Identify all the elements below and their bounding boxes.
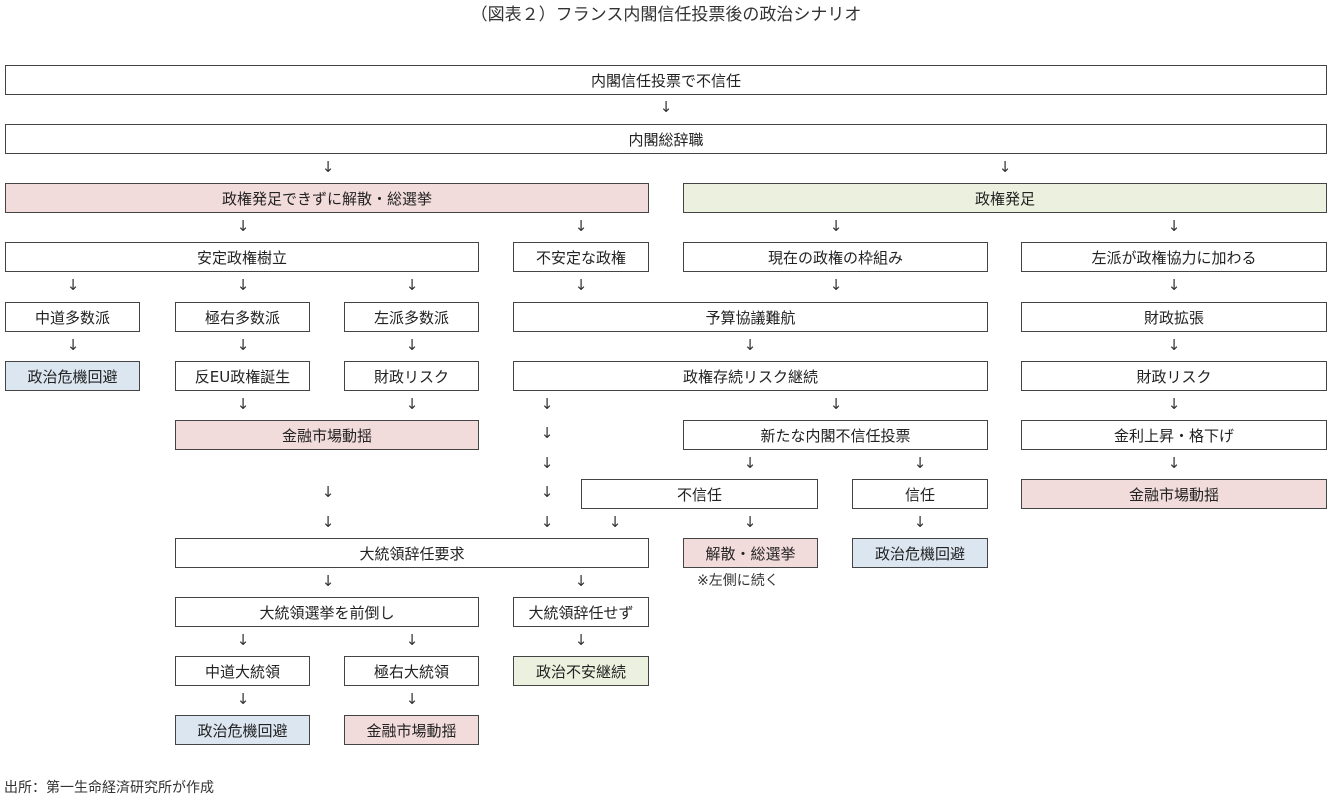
box-center-president: 中道大統領	[175, 656, 310, 686]
box-crisis-avoid-3: 政治危機回避	[175, 715, 310, 745]
flow-arrow: ↓	[659, 98, 673, 116]
flow-arrow: ↓	[540, 454, 554, 472]
flow-arrow: ↓	[321, 513, 335, 531]
box-stable-gov: 安定政権樹立	[5, 242, 479, 272]
continue-left-note: ※左側に続く	[697, 573, 779, 589]
flow-arrow: ↓	[236, 336, 250, 354]
box-market-turmoil-1: 金融市場動揺	[175, 420, 479, 450]
flow-arrow: ↓	[405, 690, 419, 708]
box-current-framework: 現在の政権の枠組み	[683, 242, 988, 272]
source-note: 出所：第一生命経済研究所が作成	[4, 780, 214, 796]
flow-arrow: ↓	[321, 483, 335, 501]
flow-arrow: ↓	[540, 424, 554, 442]
box-center-majority: 中道多数派	[5, 302, 140, 332]
flow-arrow: ↓	[236, 395, 250, 413]
flow-arrow: ↓	[66, 276, 80, 294]
box-early-election: 大統領選挙を前倒し	[175, 597, 479, 627]
flow-arrow: ↓	[321, 158, 335, 176]
flow-arrow: ↓	[574, 217, 588, 235]
flow-arrow: ↓	[829, 217, 843, 235]
box-gov-launch: 政権発足	[683, 183, 1327, 213]
box-no-gov-dissolution: 政権発足できずに解散・総選挙	[5, 183, 649, 213]
box-left-majority: 左派多数派	[344, 302, 479, 332]
flow-arrow: ↓	[998, 158, 1012, 176]
flow-arrow: ↓	[829, 395, 843, 413]
flow-arrow: ↓	[574, 572, 588, 590]
flow-arrow: ↓	[66, 336, 80, 354]
flow-arrow: ↓	[540, 513, 554, 531]
box-no-trust: 不信任	[581, 479, 818, 509]
box-new-no-confidence: 新たな内閣不信任投票	[683, 420, 988, 450]
box-far-right-majority: 極右多数派	[175, 302, 310, 332]
box-gov-survival-risk: 政権存続リスク継続	[513, 361, 988, 391]
flow-arrow: ↓	[236, 690, 250, 708]
flow-arrow: ↓	[321, 572, 335, 590]
flow-arrow: ↓	[405, 631, 419, 649]
flow-arrow: ↓	[743, 513, 757, 531]
box-crisis-avoid-1: 政治危機回避	[5, 361, 140, 391]
box-anti-eu-gov: 反EU政権誕生	[175, 361, 310, 391]
box-rate-rise: 金利上昇・格下げ	[1021, 420, 1327, 450]
flow-arrow: ↓	[743, 454, 757, 472]
flow-arrow: ↓	[608, 513, 622, 531]
box-market-turmoil-3: 金融市場動揺	[344, 715, 479, 745]
flow-arrow: ↓	[405, 276, 419, 294]
box-crisis-avoid-2: 政治危機回避	[852, 538, 988, 568]
flow-arrow: ↓	[743, 336, 757, 354]
flow-arrow: ↓	[540, 483, 554, 501]
flow-arrow: ↓	[540, 395, 554, 413]
flow-arrow: ↓	[574, 276, 588, 294]
flow-arrow: ↓	[1167, 217, 1181, 235]
chart-title: （図表２）フランス内閣信任投票後の政治シナリオ	[470, 5, 862, 25]
flow-arrow: ↓	[829, 276, 843, 294]
box-trust: 信任	[852, 479, 988, 509]
box-budget-struggle: 予算協議難航	[513, 302, 988, 332]
flow-arrow: ↓	[236, 631, 250, 649]
flow-arrow: ↓	[405, 336, 419, 354]
box-resignation: 内閣総辞職	[5, 124, 1327, 154]
box-no-confidence: 内閣信任投票で不信任	[5, 65, 1327, 95]
box-fiscal-risk-2: 財政リスク	[1021, 361, 1327, 391]
flow-arrow: ↓	[1167, 336, 1181, 354]
box-president-resign-demand: 大統領辞任要求	[175, 538, 649, 568]
box-market-turmoil-2: 金融市場動揺	[1021, 479, 1327, 509]
box-no-resign: 大統領辞任せず	[513, 597, 649, 627]
flow-arrow: ↓	[913, 454, 927, 472]
box-far-right-president: 極右大統領	[344, 656, 479, 686]
box-fiscal-risk-1: 財政リスク	[344, 361, 479, 391]
flow-arrow: ↓	[1167, 395, 1181, 413]
flow-arrow: ↓	[405, 395, 419, 413]
box-dissolution-2: 解散・総選挙	[683, 538, 818, 568]
flow-arrow: ↓	[1167, 454, 1181, 472]
box-left-join: 左派が政権協力に加わる	[1021, 242, 1327, 272]
box-political-instability: 政治不安継続	[513, 656, 649, 686]
box-fiscal-expansion: 財政拡張	[1021, 302, 1327, 332]
flow-arrow: ↓	[236, 276, 250, 294]
flow-arrow: ↓	[1167, 276, 1181, 294]
box-unstable-gov: 不安定な政権	[513, 242, 649, 272]
flow-arrow: ↓	[574, 631, 588, 649]
flow-arrow: ↓	[236, 217, 250, 235]
flow-arrow: ↓	[913, 513, 927, 531]
